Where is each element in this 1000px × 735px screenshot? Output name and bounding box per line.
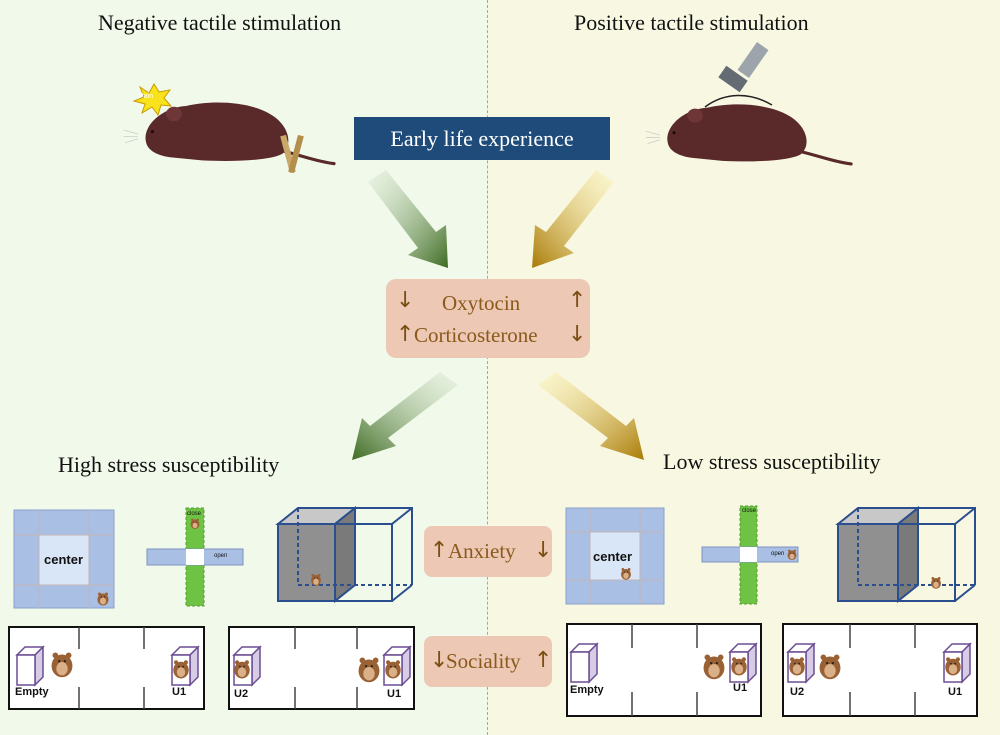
- oxytocin-right-arrow: ↑: [568, 288, 587, 313]
- anxiety-left-arrow: ↑: [430, 538, 449, 563]
- corticosterone-label: Corticosterone: [414, 323, 538, 347]
- sociality-right-arrow: ↑: [534, 648, 553, 673]
- elevated-plus-maze-left: [146, 507, 244, 607]
- u2-label-right: U2: [790, 686, 805, 698]
- hormone-box: Oxytocin Corticosterone ↓ ↑ ↑ ↓: [386, 279, 590, 358]
- center-label-right: center: [593, 549, 633, 564]
- sociality-arena-left-1: [8, 626, 205, 710]
- u1-label-right-1: U1: [733, 682, 748, 694]
- pain-label: Pain: [139, 93, 154, 100]
- u2-label-left: U2: [234, 688, 249, 700]
- empty-label-left: Empty: [15, 686, 49, 698]
- corticosterone-left-arrow: ↑: [396, 322, 415, 347]
- anxiety-right-arrow: ↓: [534, 538, 553, 563]
- pain-burst-icon: [132, 83, 173, 117]
- center-label-left: center: [44, 552, 84, 567]
- brush-icon: [704, 42, 773, 108]
- arrow-negative-to-hormones: [368, 170, 448, 268]
- high-stress-label: High stress susceptibility: [58, 452, 280, 477]
- arrow-hormones-to-low-stress: [538, 372, 644, 460]
- center-divider: [487, 0, 488, 735]
- anxiety-label: Anxiety: [448, 539, 516, 563]
- oxytocin-label: Oxytocin: [442, 291, 521, 315]
- sociality-label: Sociality: [446, 649, 521, 673]
- low-stress-label: Low stress susceptibility: [663, 449, 881, 474]
- positive-stimulation-rat-illustration: [644, 102, 853, 166]
- u1-label-left-1: U1: [172, 686, 187, 698]
- elevated-plus-maze-right: [701, 505, 799, 605]
- arrow-positive-to-hormones: [532, 170, 614, 268]
- sociality-arena-left-2: [228, 626, 415, 710]
- clothespin-icon: [280, 134, 304, 174]
- u1-label-left-2: U1: [387, 688, 402, 700]
- positive-stimulation-title: Positive tactile stimulation: [574, 10, 809, 35]
- open-label-right: open: [771, 551, 785, 557]
- close-label-right: close: [742, 508, 757, 514]
- sociality-arena-right-2: [782, 623, 978, 717]
- negative-stimulation-title: Negative tactile stimulation: [98, 10, 342, 35]
- arrow-hormones-to-high-stress: [352, 372, 458, 460]
- light-dark-box-right: [835, 505, 976, 604]
- open-field-arena-left: [13, 509, 115, 609]
- sociality-box: ↓ Sociality ↑: [424, 636, 552, 687]
- light-dark-box-left: [275, 505, 413, 604]
- open-field-arena-right: [565, 507, 665, 605]
- early-life-box: Early life experience: [354, 117, 610, 160]
- anxiety-box: ↑ Anxiety ↓: [424, 526, 552, 577]
- close-label-left: close: [187, 511, 202, 517]
- u1-label-right-2: U1: [948, 686, 963, 698]
- sociality-arena-right-1: [566, 623, 762, 717]
- sociality-left-arrow: ↓: [430, 648, 449, 673]
- open-label-left: open: [214, 553, 228, 559]
- corticosterone-right-arrow: ↓: [568, 322, 587, 347]
- oxytocin-left-arrow: ↓: [396, 288, 415, 313]
- empty-label-right: Empty: [570, 684, 604, 696]
